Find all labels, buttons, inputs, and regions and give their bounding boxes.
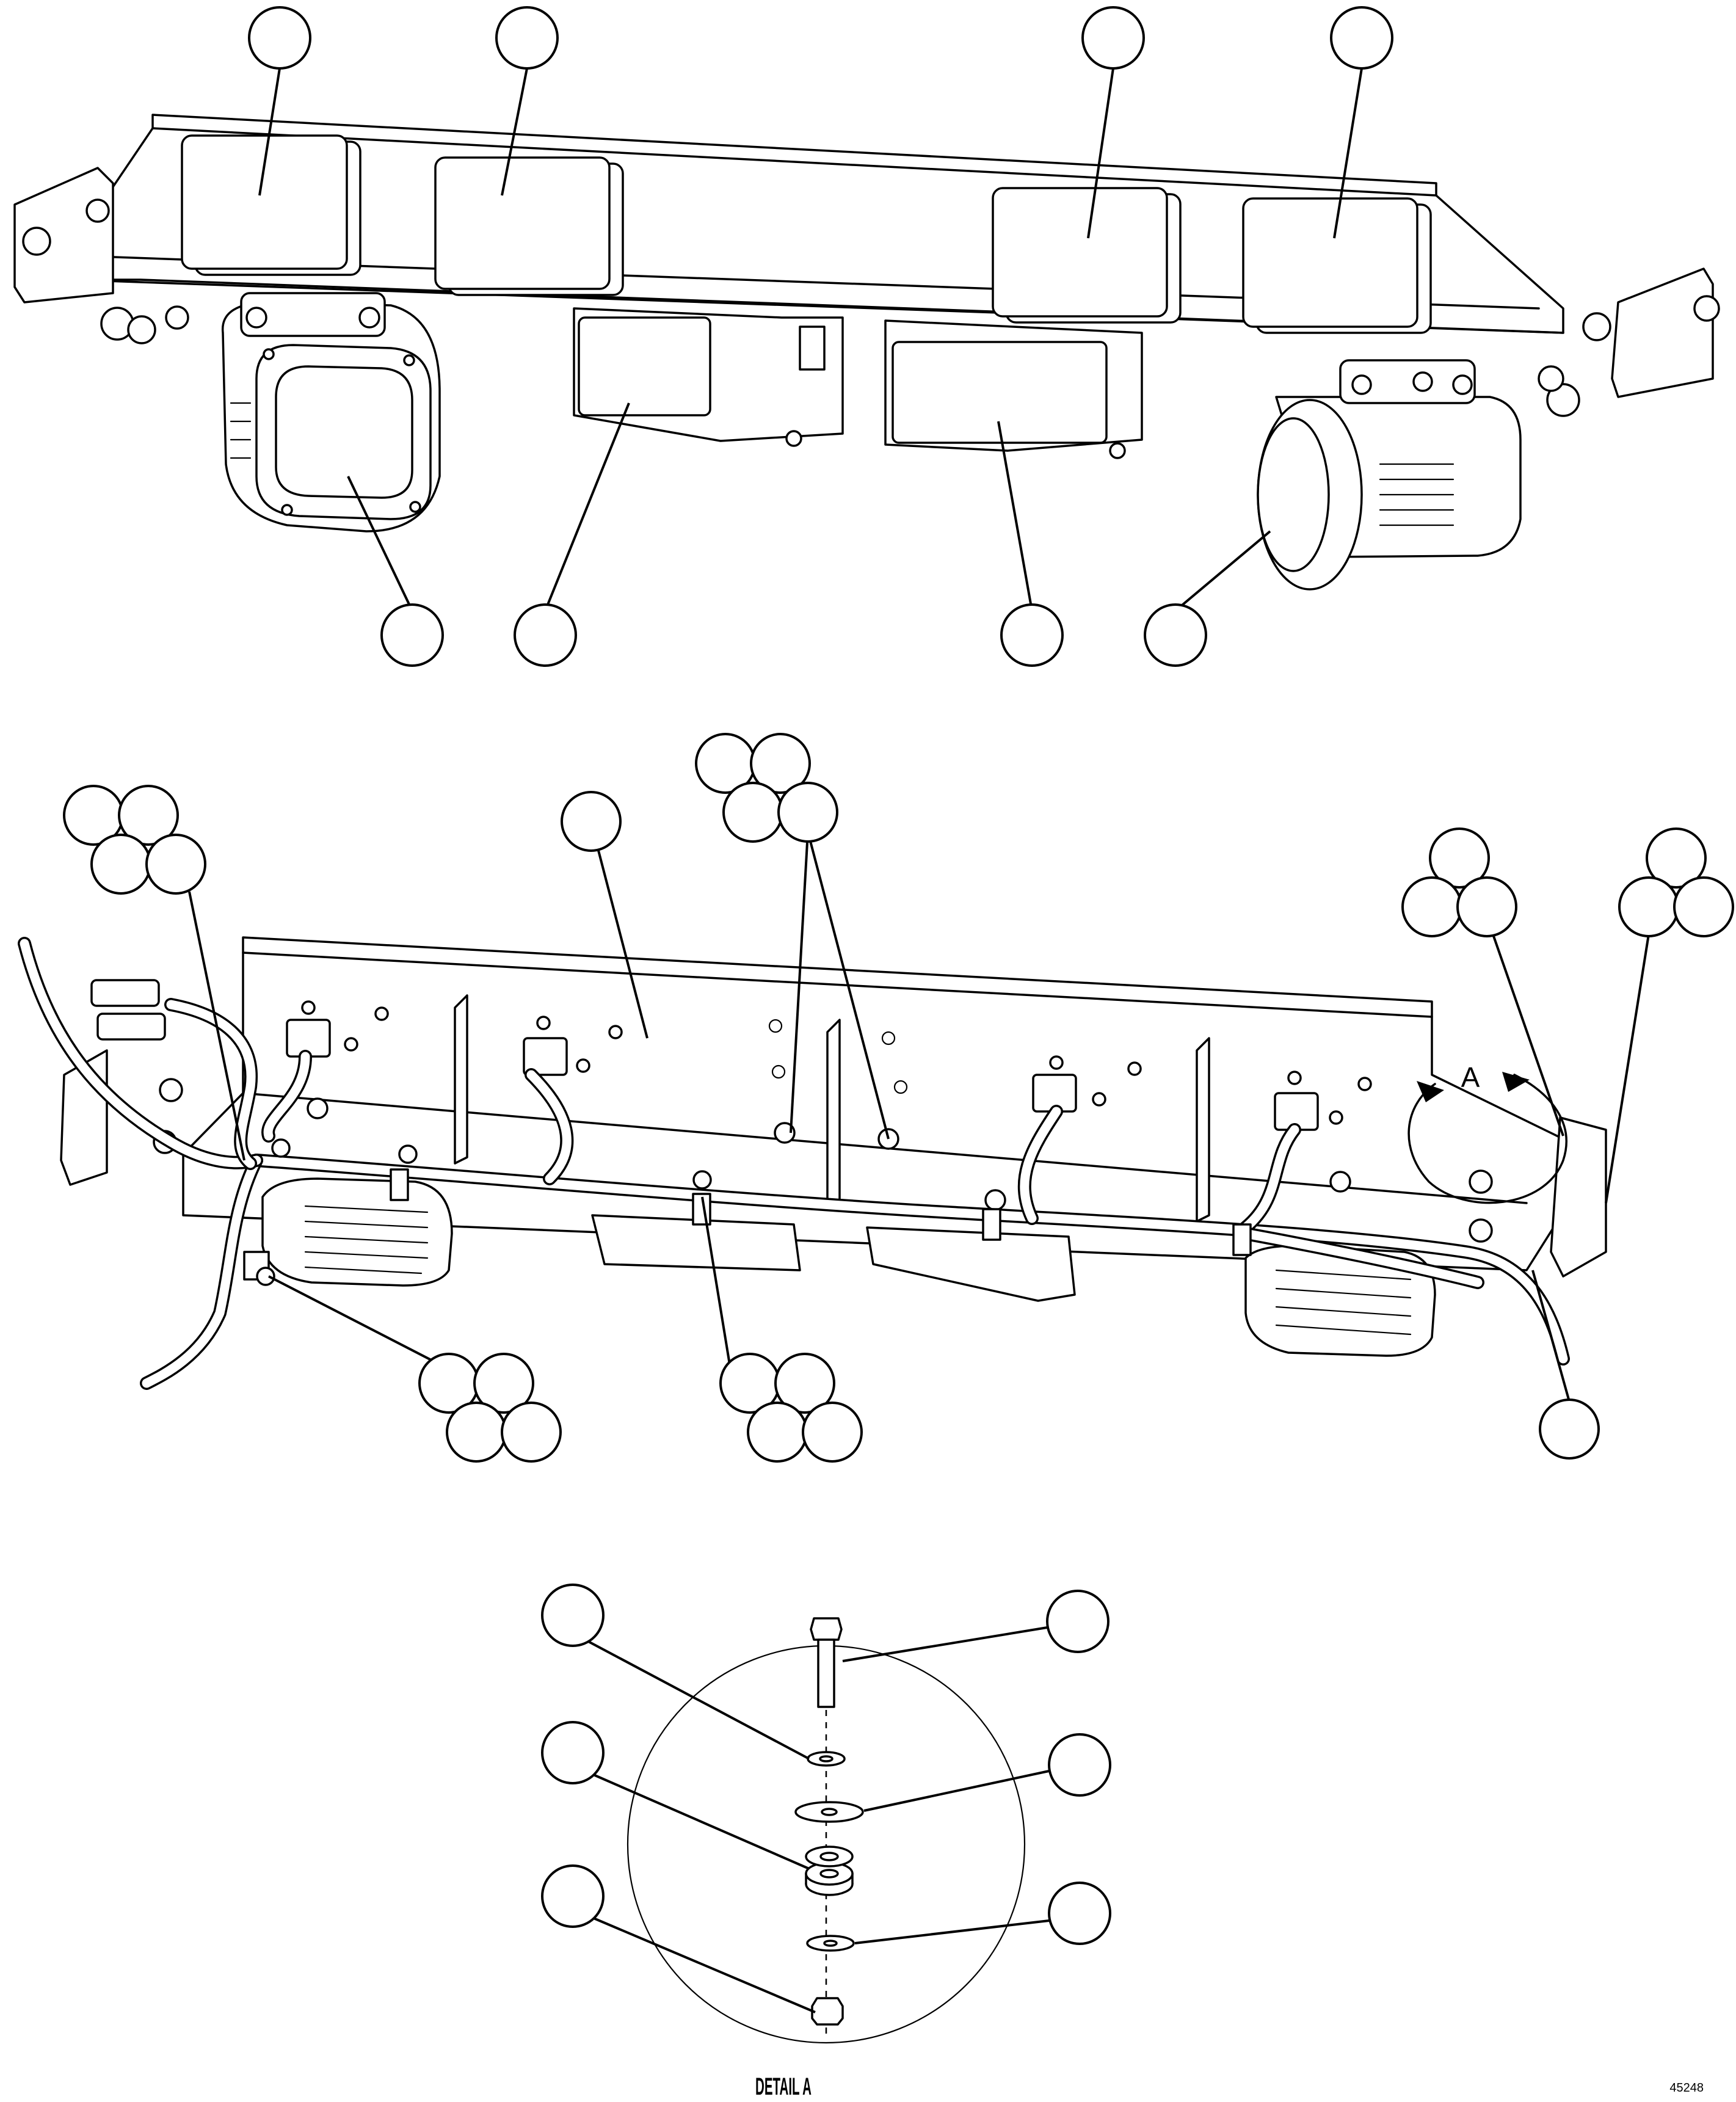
balloon-cluster-lower-center (719, 1353, 863, 1463)
upper-lamp-1 (181, 134, 361, 276)
lower-lamp-2 (884, 319, 1143, 459)
connector-4 (1274, 1071, 1372, 1131)
balloon-cluster-left (63, 785, 206, 895)
detail-a-view: DETAIL A (541, 1584, 1111, 2100)
upper-lamp-3 (992, 187, 1182, 324)
drawing-code: 45248 (1669, 2081, 1704, 2095)
middle-assembly-view: A (18, 733, 1734, 1463)
connector-2 (523, 1016, 623, 1076)
finned-housing-left (261, 1177, 453, 1287)
balloon-cluster-right-1 (1401, 827, 1517, 937)
top-assembly-view (13, 6, 1720, 667)
balloon-cluster-right-2 (1618, 827, 1734, 937)
connector-1 (286, 1000, 389, 1058)
left-round-lamp (221, 292, 441, 533)
lower-lamp-1 (573, 307, 844, 447)
balloon-bar-plate (561, 791, 622, 852)
upper-lamp-4 (1242, 197, 1432, 334)
upper-lamp-2 (434, 156, 624, 296)
balloon-cluster-lower-left (418, 1353, 562, 1463)
connector-3 (1032, 1055, 1142, 1113)
balloon-harness-end (1539, 1398, 1600, 1460)
detail-caption: DETAIL A (755, 2073, 812, 2100)
balloon-cluster-center (695, 733, 838, 843)
detail-a-callout: A (1407, 1061, 1567, 1204)
detail-view-label: A (1461, 1061, 1480, 1093)
right-round-lamp (1257, 359, 1522, 591)
wiring-harness (18, 937, 1570, 1390)
